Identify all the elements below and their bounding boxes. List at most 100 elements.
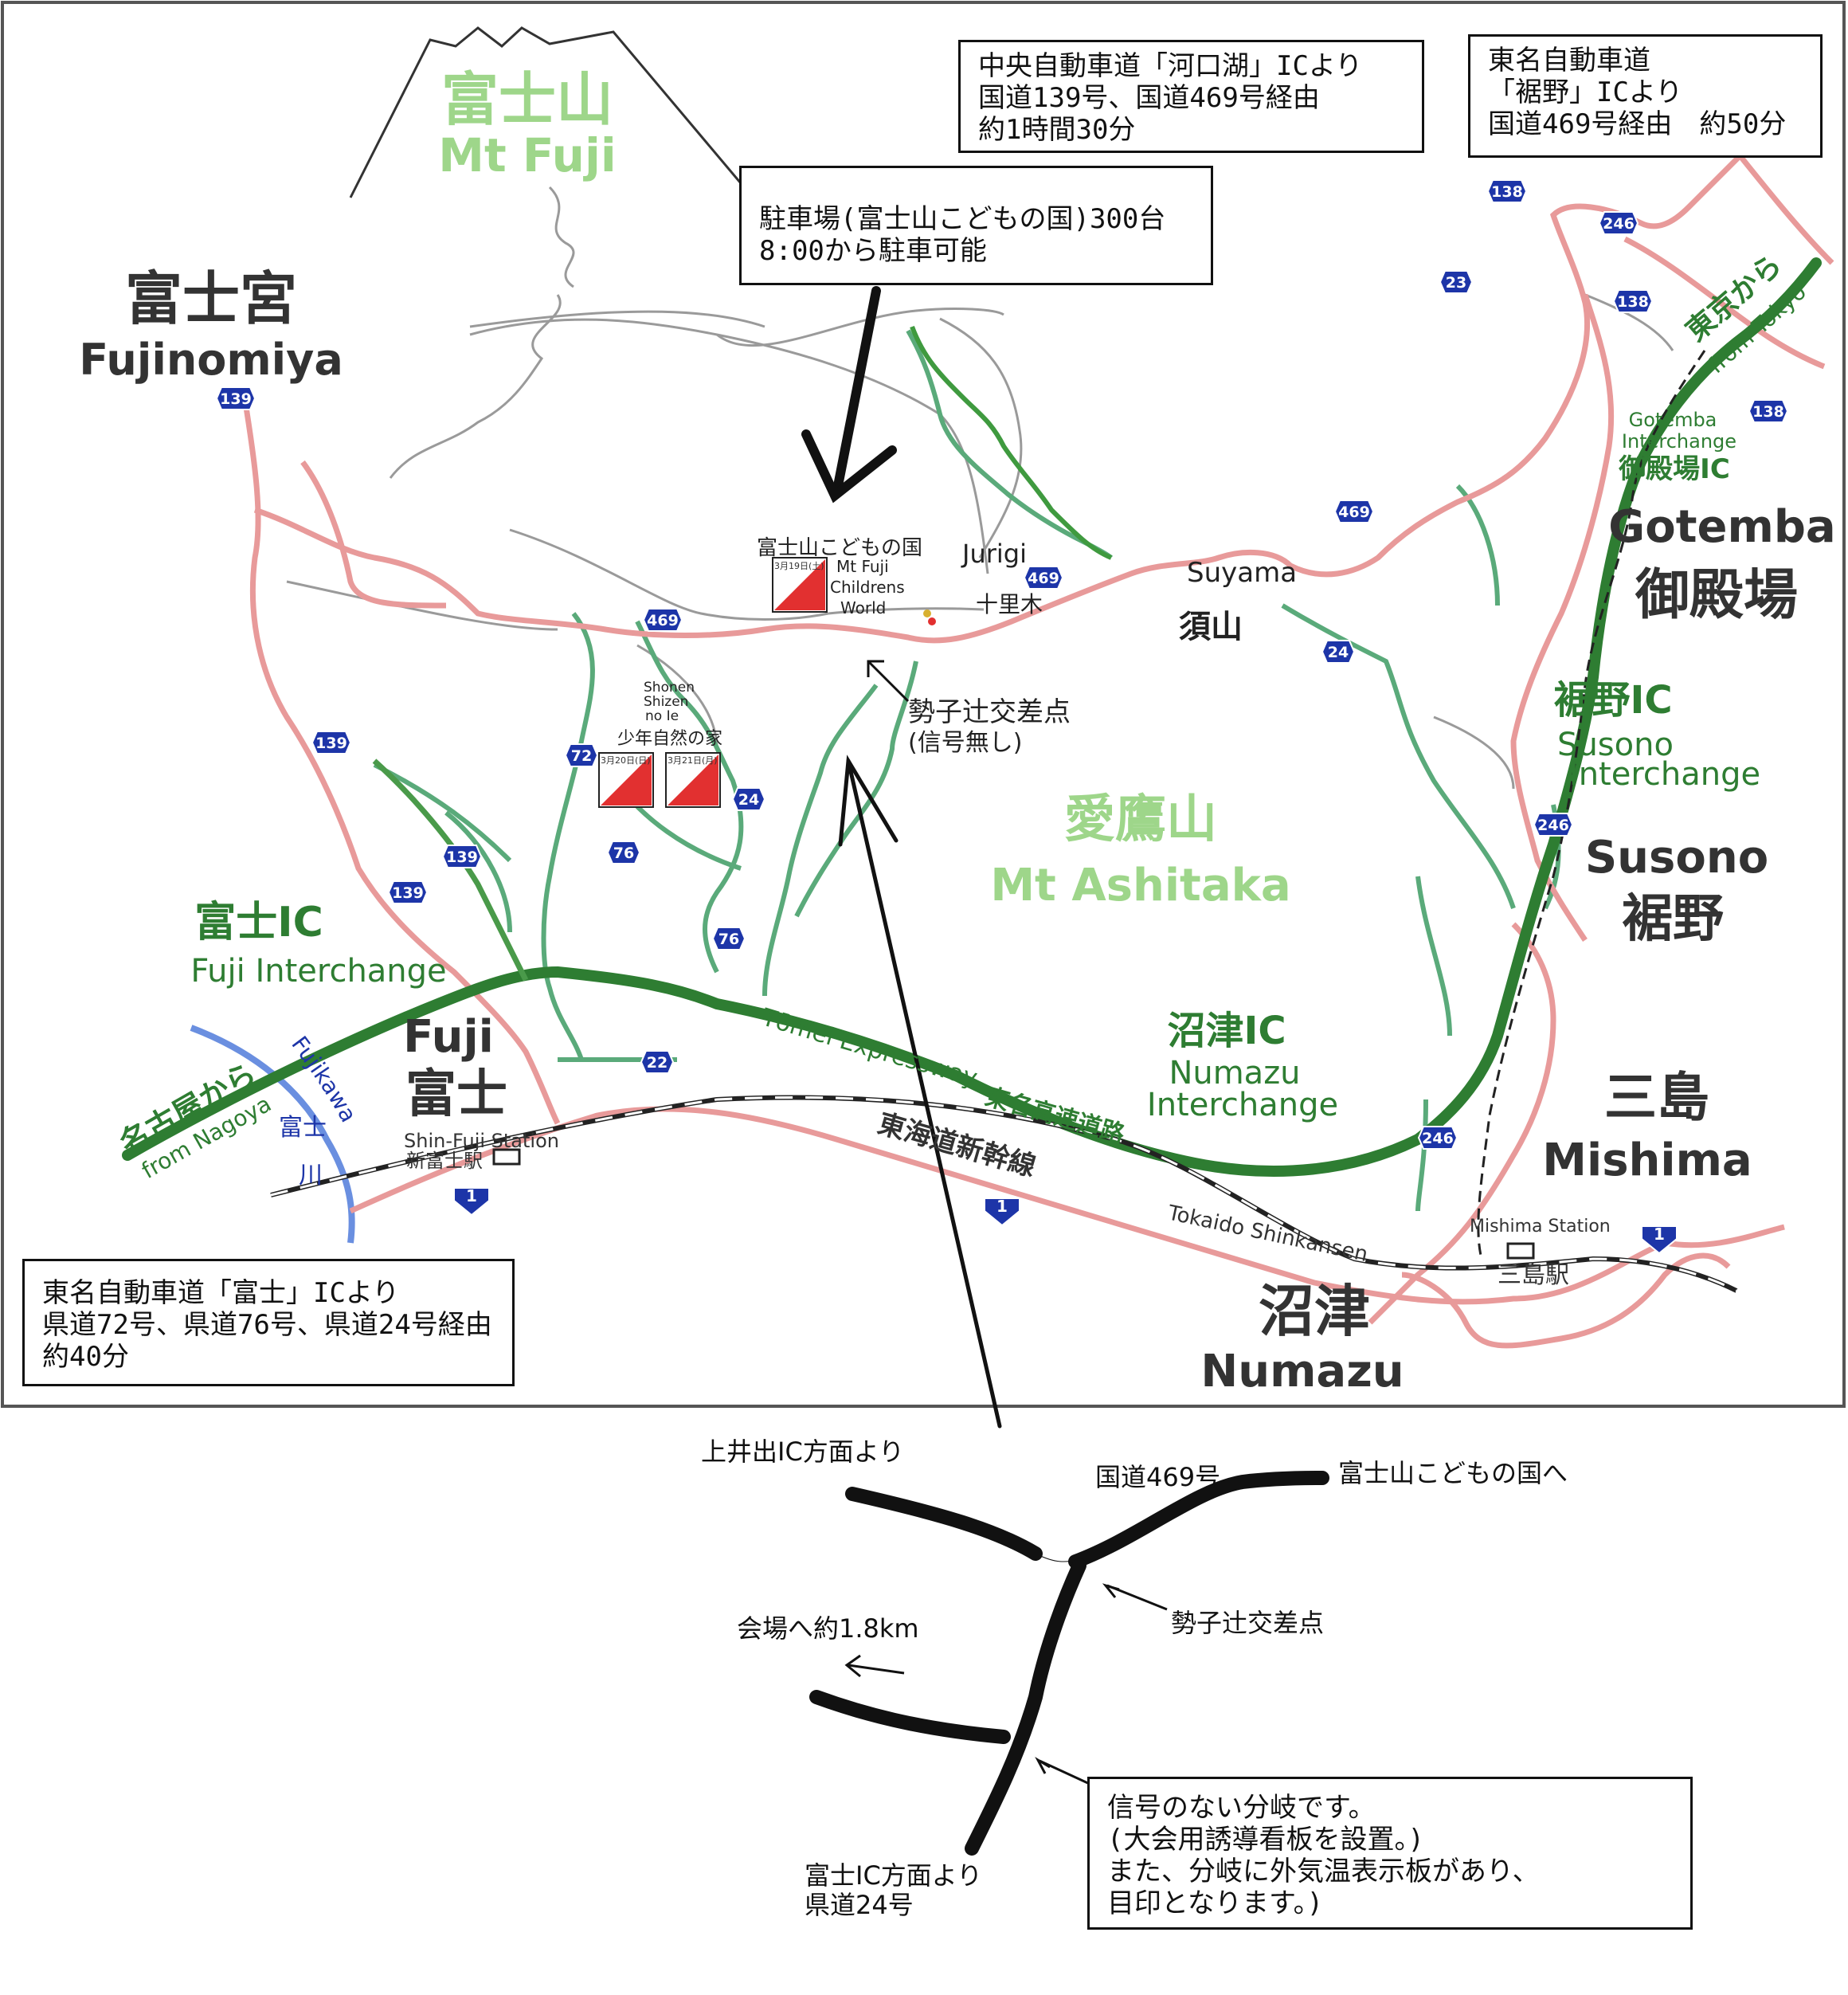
mishima-station-en: Mishima Station: [1470, 1217, 1611, 1237]
national-routes: [242, 95, 1834, 1349]
junction-label: 勢子辻交差点: [908, 696, 1071, 728]
route-139-bypass: [372, 758, 529, 982]
route-shield-number: 139: [392, 884, 424, 902]
route-shield-24: 24: [731, 787, 766, 811]
route-shield-number: 469: [1028, 570, 1059, 587]
route-shield-number: 76: [718, 931, 739, 948]
numazu-ic-en-2: Interchange: [1147, 1087, 1338, 1123]
junction-arrow-long: [838, 754, 1002, 1429]
inset-from-kamiide: 上井出IC方面より: [701, 1436, 904, 1467]
route-shield-76: 76: [711, 927, 746, 950]
mountain-road: [910, 325, 1113, 560]
inset-to-childrens-world: 富士山こどもの国へ: [1338, 1458, 1568, 1488]
fuji-ic-en: Fuji Interchange: [190, 953, 446, 990]
junction-pointer-arrow: [867, 660, 910, 703]
jurigi-marker-2: [923, 609, 931, 617]
shin-fuji-station-en: Shin-Fuji Station: [404, 1130, 559, 1152]
route-shield-number: 246: [1537, 817, 1569, 834]
inset-road-24: [965, 1558, 1086, 1856]
route-shield-number: 139: [220, 390, 252, 408]
fujikawa-ja-1: 富士: [279, 1114, 327, 1142]
fuji-ic-ja: 富士IC: [194, 899, 323, 947]
event-day3-label: 3月21日(月): [668, 755, 718, 766]
gotemba-ic-en-2: Interchange: [1622, 430, 1736, 453]
shonen-ja: 少年自然の家: [617, 729, 722, 749]
inset-arrows: [844, 1583, 1168, 1786]
suyama-en: Suyama: [1187, 557, 1297, 589]
route-shield-1: 1: [453, 1186, 490, 1217]
place-labels: Suyama 須山 Jurigi 十里木 富士山こどもの国 Mt Fuji Ch…: [617, 536, 1297, 757]
route-shield-number: 138: [1491, 183, 1523, 201]
inset-to-venue: 会場へ約1.8km: [737, 1613, 919, 1644]
event-day2-label: 3月20日(日): [601, 755, 651, 766]
interchange-labels: 富士IC Fuji Interchange Gotemba Interchang…: [190, 409, 1760, 1123]
inset-diagram: [809, 1471, 1329, 1856]
route-shield-number: 138: [1617, 293, 1649, 311]
local-roads: [286, 186, 1674, 790]
tokaido-shinkansen: [270, 350, 1738, 1293]
inset-note-box: 信号のない分岐です。 (大会用誘導看板を設置。) また、分岐に外気温表示板があり…: [1087, 1777, 1693, 1930]
info-box-susono: 東名自動車道 「裾野」ICより 国道469号経由 約50分: [1468, 34, 1823, 158]
shin-fuji-station-marker: [492, 1148, 521, 1166]
route-shield-number: 139: [315, 735, 347, 752]
tomei-en: Tōmei Expressway: [758, 1003, 980, 1092]
shonen-en-1: Shonen: [644, 680, 695, 696]
route-shield-139: 139: [387, 880, 429, 904]
childrens-world-en-2: Childrens: [830, 578, 905, 597]
mt-fuji-en: Mt Fuji: [438, 128, 616, 182]
event-day-labels: 3月19日(土) 3月20日(日) 3月21日(月): [601, 561, 824, 766]
route-shield-number: 1: [466, 1186, 477, 1205]
fuji-ja: 富士: [405, 1065, 507, 1124]
route-shield-number: 246: [1422, 1130, 1454, 1147]
shinkansen-en: Tokaido Shinkansen: [1165, 1201, 1370, 1267]
susono-en: Susono: [1585, 832, 1768, 884]
route-shield-number: 469: [1338, 504, 1370, 521]
gotemba-ic-en-1: Gotemba: [1629, 409, 1717, 431]
suyama-ja: 須山: [1179, 609, 1243, 645]
gotemba-ja: 御殿場: [1635, 564, 1798, 627]
numazu-en: Numazu: [1200, 1346, 1404, 1397]
tomei-expressway: [122, 257, 1822, 1177]
gotemba-ic-ja: 御殿場IC: [1618, 453, 1730, 485]
route-shield-23: 23: [1439, 270, 1474, 294]
route-shield-number: 72: [571, 747, 592, 765]
fujinomiya-en: Fujinomiya: [79, 335, 343, 385]
numazu-ic-en-1: Numazu: [1169, 1055, 1300, 1092]
inset-labels: 上井出IC方面より 国道469号 富士山こどもの国へ 勢子辻交差点 会場へ約1.…: [701, 1436, 1568, 1920]
mountain-labels: 富士山 Mt Fuji 愛鷹山 Mt Ashitaka: [438, 66, 1290, 911]
route-shield-138: 138: [1748, 399, 1789, 423]
mishima-ja: 三島: [1604, 1067, 1709, 1128]
jurigi-ja: 十里木: [976, 591, 1043, 617]
route-shield-138: 138: [1612, 289, 1654, 313]
route-shield-24: 24: [1321, 640, 1356, 664]
mishima-en: Mishima: [1542, 1135, 1752, 1186]
event-flag-day3: [665, 752, 721, 808]
inset-junction: 勢子辻交差点: [1171, 1608, 1324, 1638]
route-shield-469: 469: [642, 608, 683, 632]
route-shield-246: 246: [1533, 813, 1574, 837]
numazu-ja: 沼津: [1259, 1279, 1370, 1344]
numazu-ic-ja: 沼津IC: [1167, 1009, 1286, 1053]
route-shield-number: 246: [1603, 215, 1635, 233]
event-flag-day1: [772, 557, 828, 613]
shin-fuji-station-ja: 新富士駅: [406, 1150, 483, 1172]
route-shield-138: 138: [1486, 179, 1528, 203]
susono-ic-en-1: Susono: [1557, 727, 1674, 763]
shonen-en-3: no Ie: [645, 708, 679, 724]
route-shields: 1391391391394694694697276762424221111381…: [215, 179, 1789, 1255]
route-shield-number: 23: [1446, 274, 1466, 292]
parking-arrow: [801, 286, 897, 504]
fujinomiya-ja: 富士宮: [125, 265, 297, 332]
route-shield-1: 1: [1641, 1225, 1678, 1255]
mt-fuji-outline: [349, 26, 742, 198]
route-shield-246: 246: [1598, 211, 1639, 235]
inset-from-fuji-ic-2: 県道24号: [805, 1890, 914, 1920]
jurigi-marker: [928, 617, 936, 625]
childrens-world-en-3: World: [840, 598, 886, 617]
gotemba-en: Gotemba: [1608, 501, 1835, 553]
susono-ja: 裾野: [1622, 890, 1724, 949]
event-day1-label: 3月19日(土): [774, 561, 824, 571]
route-shield-1: 1: [984, 1197, 1020, 1227]
